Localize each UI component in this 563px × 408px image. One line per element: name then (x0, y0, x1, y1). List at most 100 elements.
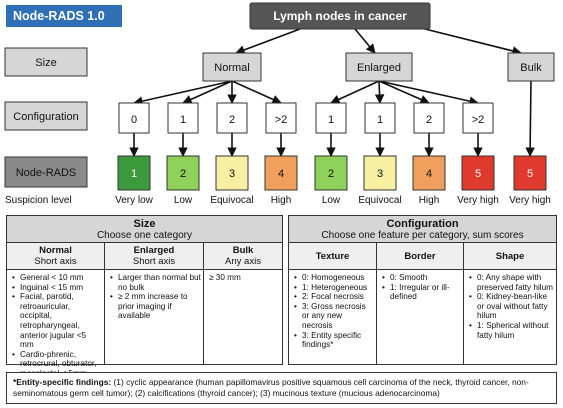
suspicion-level-label: Suspicion level (5, 195, 72, 206)
size-column-normal: Normal Short axis General < 10 mm Inguin… (7, 243, 105, 378)
size-column-header: Bulk Any axis (204, 243, 282, 270)
configuration-column-header: Shape (464, 243, 556, 270)
configuration-panel: Configuration Choose one feature per cat… (288, 215, 557, 365)
list-item: 1: Irregular or ill-defined (382, 283, 461, 302)
size-column-sub: Short axis (34, 256, 77, 267)
size-panel-subtitle: Choose one category (96, 230, 193, 241)
size-label-normal: Normal (214, 62, 249, 74)
node-rads-score-box (264, 155, 298, 191)
size-label-bulk: Bulk (520, 62, 542, 74)
flow-arrow (378, 80, 430, 104)
flow-arrow (374, 80, 385, 104)
list-item: 1: Heterogeneous (294, 283, 374, 293)
node-rads-score-box (215, 155, 249, 191)
size-column-sub: Any axis (225, 256, 261, 267)
list-item: Inguinal < 15 mm (12, 283, 102, 293)
size-box-bulk (507, 52, 555, 82)
list-item: 0: Kidney-bean-like or oval without fatt… (469, 292, 554, 321)
node-rads-score: 5 (475, 168, 481, 180)
configuration-column-header: Border (377, 243, 463, 270)
configuration-value: >2 (472, 114, 485, 126)
node-rads-row-box (4, 156, 88, 188)
size-box-normal (202, 52, 262, 82)
node-rads-score: 4 (278, 168, 284, 180)
node-rads-row-label: Node-RADS (16, 167, 77, 179)
node-rads-score: 3 (377, 168, 383, 180)
configuration-value: 1 (180, 114, 186, 126)
configuration-column-texture: Texture 0: Homogeneous 1: Heterogeneous … (289, 243, 377, 364)
size-column-header: Enlarged Short axis (105, 243, 203, 270)
configuration-value: >2 (275, 114, 288, 126)
configuration-box (315, 102, 347, 134)
configuration-box (265, 102, 297, 134)
configuration-box (118, 102, 150, 134)
configuration-box (167, 102, 199, 134)
suspicion-level: Equivocal (210, 195, 253, 206)
footnote-text: (1) cyclic appearance (human papillomavi… (13, 377, 529, 398)
suspicion-level: Very high (457, 195, 499, 206)
configuration-panel-subtitle: Choose one feature per category, sum sco… (321, 230, 524, 241)
root-box (249, 2, 431, 30)
node-rads-score-box (363, 155, 397, 191)
size-row-label: Size (35, 57, 56, 69)
configuration-panel-title: Configuration (386, 218, 459, 230)
node-rads-score-box (166, 155, 200, 191)
configuration-box (413, 102, 445, 134)
list-item: 2: Focal necrosis (294, 292, 374, 302)
decision-tree: Lymph nodes in cancer Size Configuration… (4, 2, 555, 206)
size-panel-header: Size Choose one category (7, 216, 282, 243)
node-rads-score-box (314, 155, 348, 191)
configuration-column-border: Border 0: Smooth 1: Irregular or ill-def… (377, 243, 464, 364)
size-column-name: Bulk (232, 245, 254, 256)
list-item: ≥ 2 mm increase to prior imaging if avai… (110, 292, 201, 321)
configuration-column-name: Texture (315, 251, 350, 262)
flow-arrow (354, 28, 376, 54)
configuration-box (216, 102, 248, 134)
footnote: *Entity-specific findings: (1) cyclic ap… (6, 372, 557, 404)
node-rads-score-box (117, 155, 151, 191)
node-rads-score: 1 (131, 168, 137, 180)
size-column-header: Normal Short axis (7, 243, 104, 270)
node-rads-score: 5 (527, 168, 533, 180)
list-item: ≥ 30 mm (209, 273, 241, 282)
configuration-value: 2 (426, 114, 432, 126)
size-box-enlarged (345, 52, 413, 82)
flow-arrow (378, 80, 479, 106)
configuration-panel-header: Configuration Choose one feature per cat… (289, 216, 556, 243)
size-label-enlarged: Enlarged (357, 62, 401, 74)
configuration-column-header: Texture (289, 243, 376, 270)
flow-arrow (424, 28, 522, 56)
list-item: 0: Smooth (382, 273, 461, 283)
configuration-column-name: Border (404, 251, 436, 262)
configuration-box (462, 102, 494, 134)
size-column-sub: Short axis (132, 256, 176, 267)
list-item: Facial, parotid, retroauricular, occipit… (12, 292, 102, 350)
size-column-enlarged: Enlarged Short axis Larger than normal b… (105, 243, 204, 364)
suspicion-level: High (271, 195, 292, 206)
node-rads-score: 4 (426, 168, 432, 180)
configuration-value: 1 (328, 114, 334, 126)
size-column-bulk: Bulk Any axis ≥ 30 mm (204, 243, 282, 364)
configuration-value: 2 (229, 114, 235, 126)
suspicion-level: Low (174, 195, 193, 206)
node-rads-badge: Node-RADS 1.0 (6, 5, 122, 27)
size-column-name: Enlarged (133, 245, 175, 256)
configuration-value: 1 (377, 114, 383, 126)
list-item: General < 10 mm (12, 273, 102, 283)
flow-arrow (525, 80, 535, 157)
node-rads-score: 2 (328, 168, 334, 180)
configuration-value: 0 (131, 114, 137, 126)
size-panel-title: Size (133, 218, 156, 230)
flow-arrow (133, 80, 233, 106)
suspicion-level: Very low (115, 195, 154, 206)
size-row-box (4, 47, 88, 77)
list-item: 0: Any shape with preserved fatty hilum (469, 273, 554, 292)
configuration-row-box (4, 101, 88, 131)
list-item: 3: Entity specific findings* (294, 331, 374, 350)
node-rads-score-box (461, 155, 495, 191)
suspicion-level: High (419, 195, 440, 206)
node-rads-score-box (412, 155, 446, 191)
list-item: 1: Spherical without fatty hilum (469, 321, 554, 340)
root-label: Lymph nodes in cancer (273, 9, 407, 23)
footnote-label: *Entity-specific findings: (13, 377, 112, 387)
